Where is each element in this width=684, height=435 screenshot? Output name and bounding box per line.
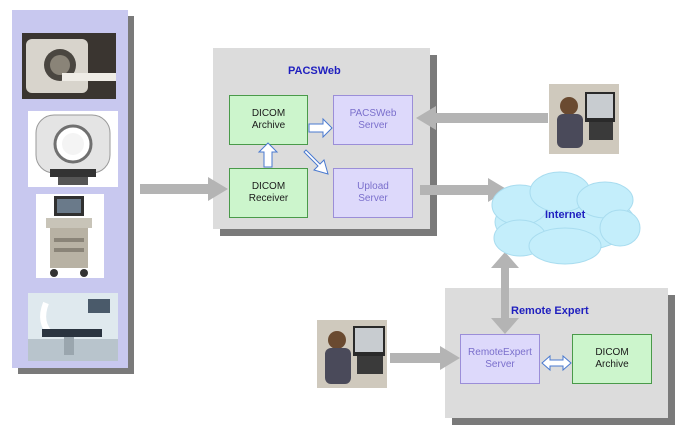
- archive-to-upload-server-arrow: [303, 149, 329, 175]
- ct-scanner-photo: [28, 111, 118, 187]
- remote-expert-title: Remote Expert: [511, 305, 589, 317]
- pacsweb-title: PACSWeb: [288, 65, 341, 77]
- remote-server-archive-arrow: [541, 354, 572, 372]
- internet-label: Internet: [545, 209, 586, 221]
- radiologist-workstation-photo: [549, 84, 619, 154]
- pacsweb-server-box: PACSWeb Server: [333, 95, 413, 145]
- angiography-suite-photo: [28, 293, 118, 361]
- remote-expert-server-box: RemoteExpert Server: [460, 334, 540, 384]
- internet-remote-expert-arrow: [491, 252, 519, 334]
- mri-scanner-photo: [22, 33, 116, 99]
- ultrasound-machine-photo: [36, 194, 104, 278]
- remote-dicom-archive-box: DICOM Archive: [572, 334, 652, 384]
- upload-server-box: Upload Server: [333, 168, 413, 218]
- upload-to-internet-arrow: [420, 178, 508, 202]
- dicom-receiver-box: DICOM Receiver: [229, 168, 308, 218]
- workstation-to-pacsweb-arrow: [416, 106, 548, 130]
- receiver-to-archive-arrow: [257, 142, 279, 168]
- workstation-to-remote-expert-arrow: [390, 346, 460, 370]
- remote-expert-workstation-photo: [317, 320, 387, 388]
- archive-to-pacsweb-server-arrow: [308, 117, 333, 139]
- modality-to-receiver-arrow: [140, 177, 228, 201]
